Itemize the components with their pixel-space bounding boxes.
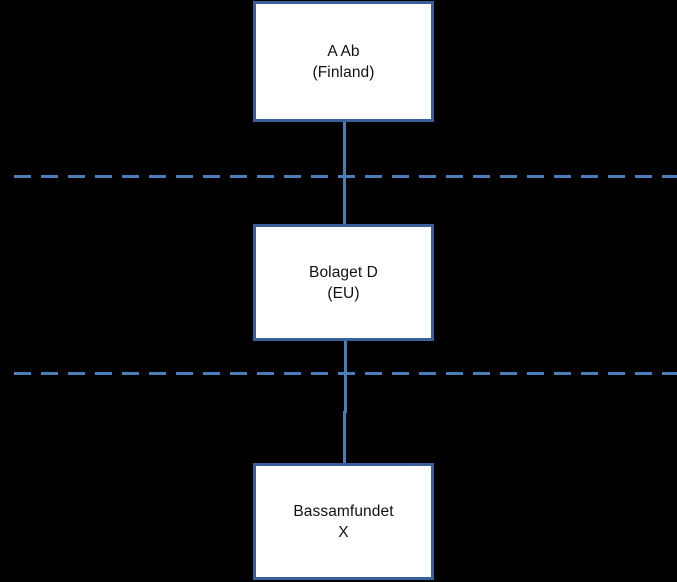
node-bassamfundet-x[interactable]: Bassamfundet X [253,463,434,580]
connector-a-ab-to-bolaget-d [343,118,346,228]
node-bolaget-d[interactable]: Bolaget D (EU) [253,224,434,341]
node-a-ab[interactable]: A Ab (Finland) [253,1,434,122]
divider-upper-dashed-line [14,175,677,178]
node-a-ab-label: A Ab (Finland) [312,42,375,81]
node-bassamfundet-x-label: Bassamfundet X [293,502,394,541]
connector-bolaget-d-to-bassamfundet-x-lower [343,411,346,467]
node-bolaget-d-label: Bolaget D (EU) [309,263,378,302]
divider-lower-dashed-line [14,372,677,375]
connector-bolaget-d-to-bassamfundet-x-upper [344,338,347,413]
